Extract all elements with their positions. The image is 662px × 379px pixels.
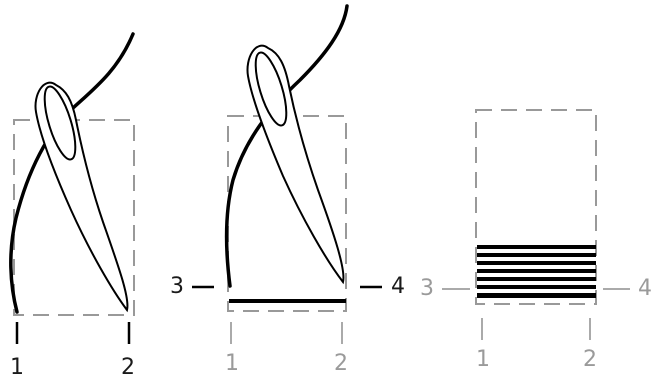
needle-icon [248,46,344,282]
step-2-label-3: 3 [170,274,184,299]
step-1-label-2: 2 [121,355,135,379]
step-2-label-4: 4 [391,274,405,299]
step-3-label-4: 4 [638,276,652,301]
step-3-guide-box [476,110,596,304]
stitch-line [477,261,596,265]
stitch-line [477,277,596,281]
step-2-label-2: 2 [334,351,348,376]
step-3-panel: 3 4 1 2 [420,110,652,372]
step-2-label-1: 1 [225,351,239,376]
step-3-label-3: 3 [420,276,434,301]
step-3-label-1: 1 [476,347,490,372]
stitch-line [477,253,596,257]
stitch-line [477,269,596,273]
needle-icon [36,83,128,310]
stitch-line [477,285,596,289]
stitch-line [477,245,596,249]
step-1-panel: 1 2 [10,34,135,379]
step-2-panel: 3 4 1 2 [170,6,405,376]
satin-stitch-block [477,245,596,298]
step-1-label-1: 1 [10,355,24,379]
stitch-line [477,293,596,298]
step-3-label-2: 2 [583,347,597,372]
